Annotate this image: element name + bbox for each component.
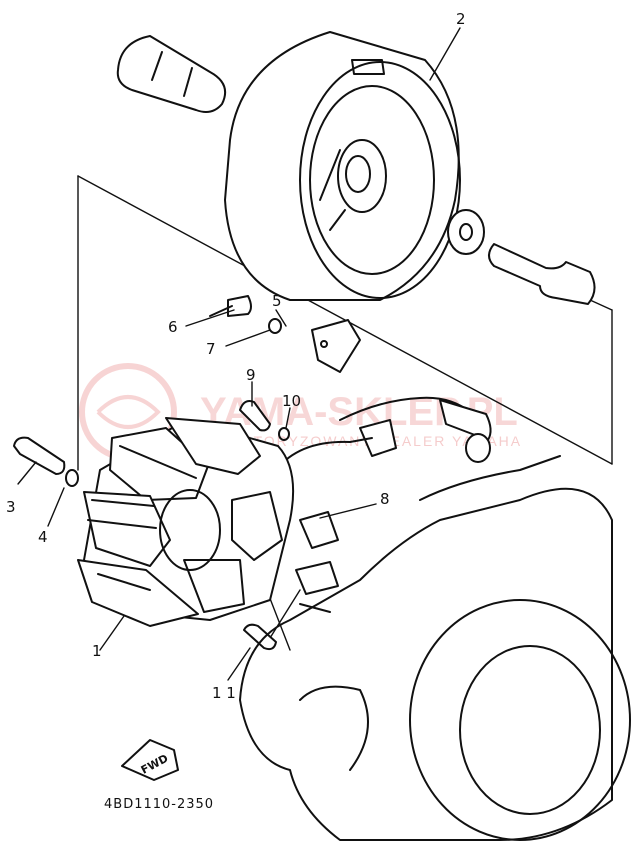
callout-7: 7 bbox=[206, 340, 216, 358]
callout-leaders bbox=[17, 27, 461, 681]
crankcase bbox=[239, 455, 631, 841]
callout-4: 4 bbox=[38, 528, 48, 546]
callout-10: 10 bbox=[282, 392, 301, 410]
callout-6: 6 bbox=[168, 318, 178, 336]
woodruff-key bbox=[116, 35, 226, 113]
callout-9: 9 bbox=[246, 366, 256, 384]
pickup-screws bbox=[239, 400, 290, 441]
callout-3: 3 bbox=[6, 498, 16, 516]
lead-wire-connector bbox=[275, 396, 492, 471]
pickup-coil-screw bbox=[243, 623, 277, 651]
callout-2: 2 bbox=[456, 10, 466, 28]
stator-coil-assembly bbox=[77, 417, 295, 627]
callout-1: 1 bbox=[92, 642, 102, 660]
flywheel-rotor bbox=[224, 31, 461, 301]
callout-5: 5 bbox=[272, 292, 282, 310]
pickup-coil bbox=[295, 511, 339, 613]
callout-8: 8 bbox=[380, 490, 390, 508]
washer-and-nut bbox=[447, 209, 596, 305]
fwd-arrow: FWD bbox=[121, 739, 179, 781]
lead-wire-holder bbox=[209, 295, 361, 373]
stator-bolt bbox=[13, 436, 79, 487]
callout-11: 1 1 bbox=[212, 684, 236, 702]
part-code: 4BD1110-2350 bbox=[104, 797, 214, 812]
callout-labels: 2 3 4 5 6 7 8 9 10 1 1 1 bbox=[6, 10, 466, 702]
